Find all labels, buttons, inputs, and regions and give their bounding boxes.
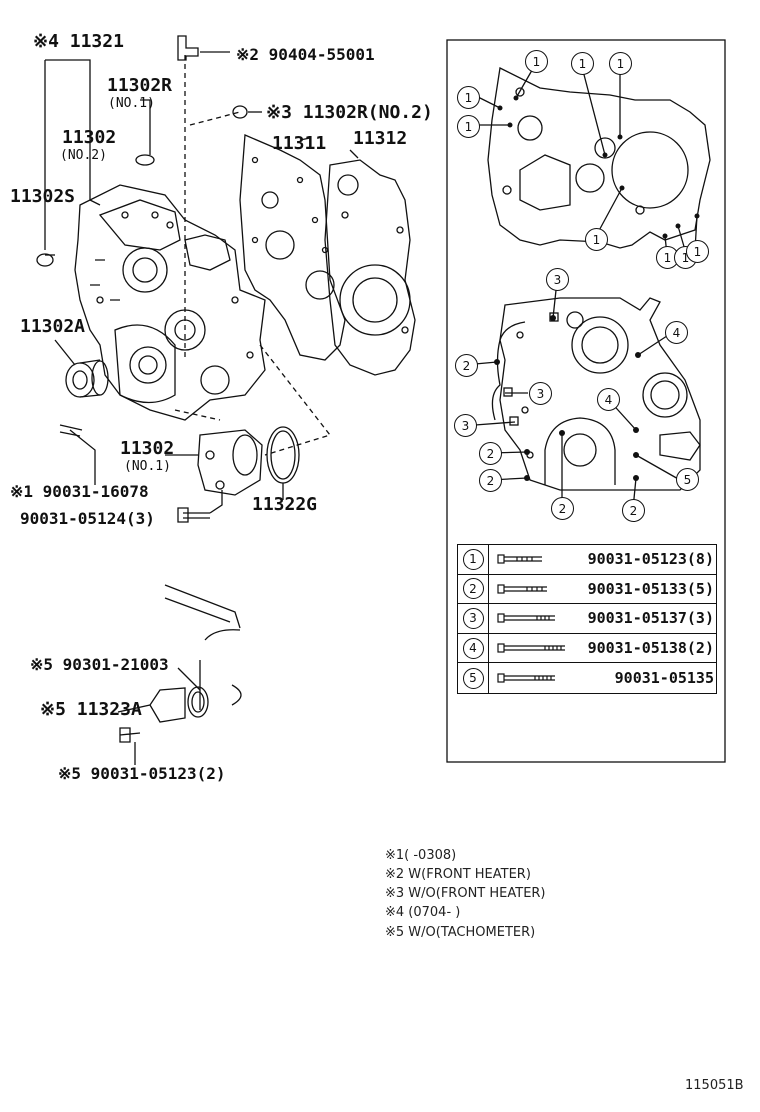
label-11322g: 11322G bbox=[252, 494, 318, 515]
bolt-row-number: 2 bbox=[462, 578, 484, 600]
detail-callout: 2 bbox=[479, 442, 502, 465]
label-11302-no2: 11302 bbox=[62, 127, 117, 148]
detail-callout: 2 bbox=[622, 499, 645, 522]
detail-callout: 1 bbox=[585, 228, 608, 251]
detail-callout: 2 bbox=[551, 497, 574, 520]
bolt-icon bbox=[497, 584, 547, 594]
bolt-row: 5 90031-05135 bbox=[458, 663, 716, 693]
label-11302-no2-sub: (NO.2) bbox=[60, 148, 107, 163]
detail-callout: 1 bbox=[686, 240, 709, 263]
detail-callout: 3 bbox=[529, 382, 552, 405]
label-90031-05123-2: ※5 90031-05123(2) bbox=[58, 764, 226, 783]
label-11323a: ※5 11323A bbox=[40, 699, 142, 720]
detail-callout: 1 bbox=[609, 52, 632, 75]
label-11302r-no1: 11302R bbox=[107, 75, 173, 96]
label-11302-no1-sub: (NO.1) bbox=[124, 459, 171, 474]
detail-callout: 4 bbox=[665, 321, 688, 344]
bolt-row-number: 1 bbox=[462, 548, 484, 570]
bolt-row: 4 90031-05138(2) bbox=[458, 633, 716, 664]
footnote: ※1( -0308) bbox=[385, 848, 457, 863]
bolt-row-number: 5 bbox=[462, 667, 484, 689]
footnote: ※5 W/O(TACHOMETER) bbox=[385, 925, 536, 940]
detail-callout: 4 bbox=[597, 388, 620, 411]
bolt-row: 1 90031-05123(8) bbox=[458, 545, 716, 575]
bolt-part-number: 90031-05123(8) bbox=[587, 550, 714, 569]
bolt-icon bbox=[497, 673, 555, 683]
label-11302r-no1-sub: (NO.1) bbox=[108, 96, 155, 111]
label-11302s: 11302S bbox=[10, 186, 76, 207]
bolt-icon bbox=[497, 554, 542, 564]
detail-callout: 1 bbox=[457, 115, 480, 138]
footnote: ※4 (0704- ) bbox=[385, 905, 461, 920]
label-11302r-no2: ※3 11302R(NO.2) bbox=[266, 102, 433, 123]
bolt-part-number: 90031-05137(3) bbox=[587, 609, 714, 628]
bolt-row: 3 90031-05137(3) bbox=[458, 604, 716, 634]
bolt-row-number: 3 bbox=[462, 607, 484, 629]
detail-callout: 1 bbox=[525, 50, 548, 73]
detail-callout: 2 bbox=[455, 354, 478, 377]
bolt-row-number: 4 bbox=[462, 637, 484, 659]
label-90404-55001: ※2 90404-55001 bbox=[236, 45, 375, 64]
label-11312: 11312 bbox=[353, 128, 408, 149]
bolt-part-number: 90031-05133(5) bbox=[587, 579, 714, 598]
label-90301-21003: ※5 90301-21003 bbox=[30, 655, 169, 674]
label-90031-16078: ※1 90031-16078 bbox=[10, 482, 149, 501]
detail-callout: 2 bbox=[479, 469, 502, 492]
label-90031-05124: 90031-05124(3) bbox=[20, 509, 155, 528]
bolt-icon bbox=[497, 643, 565, 653]
footnote: ※3 W/O(FRONT HEATER) bbox=[385, 886, 546, 901]
bolt-part-number: 90031-05138(2) bbox=[587, 639, 714, 658]
detail-callout: 1 bbox=[571, 52, 594, 75]
figure-id: 115051B bbox=[685, 1078, 744, 1093]
detail-callout: 1 bbox=[457, 86, 480, 109]
detail-callout: 5 bbox=[676, 468, 699, 491]
detail-callout: 3 bbox=[454, 414, 477, 437]
bolt-table: 1 90031-05123(8) 2 90031-05133(5) 3 9003… bbox=[457, 544, 717, 694]
bolt-row: 2 90031-05133(5) bbox=[458, 574, 716, 605]
label-11302-no1: 11302 bbox=[120, 438, 175, 459]
label-11311: 11311 bbox=[272, 133, 327, 154]
label-11302a: 11302A bbox=[20, 316, 86, 337]
detail-callout: 3 bbox=[546, 268, 569, 291]
label-11321: ※4 11321 bbox=[33, 31, 124, 52]
bolt-icon bbox=[497, 613, 555, 624]
footnote: ※2 W(FRONT HEATER) bbox=[385, 867, 531, 882]
bolt-part-number: 90031-05135 bbox=[614, 669, 714, 688]
